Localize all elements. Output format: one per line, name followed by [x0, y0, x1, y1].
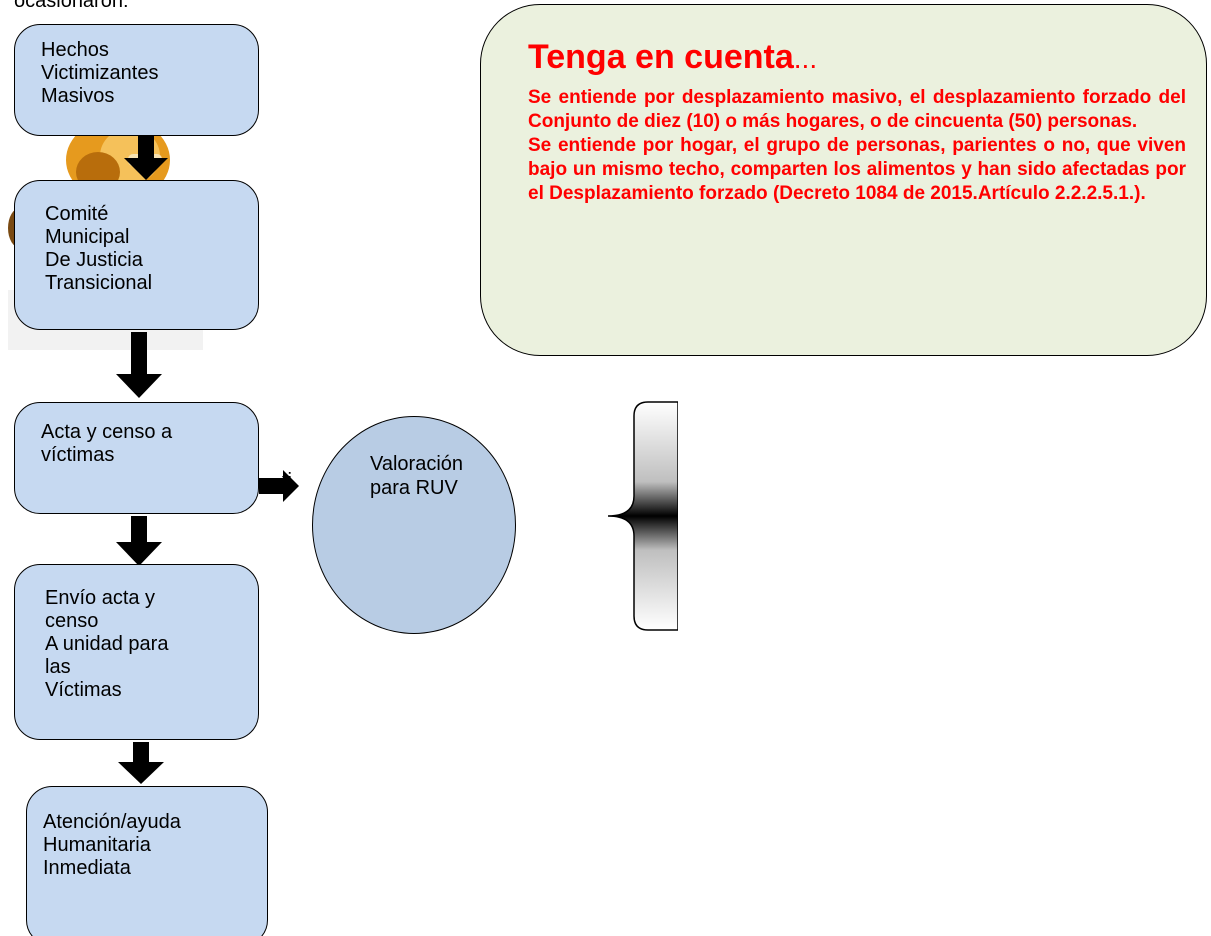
note-body: Se entiende por desplazamiento masivo, e… — [528, 86, 1186, 206]
note-title: Tenga en cuenta... — [528, 38, 817, 77]
brace-shape — [607, 401, 678, 631]
overlapping-text-fragment: ti — [282, 470, 292, 492]
box-text-line: Inmediata — [43, 857, 131, 879]
box-text-line: Victimizantes — [41, 62, 159, 84]
arrow-down — [118, 742, 164, 784]
intro-text: ocasionaron: — [14, 0, 129, 12]
box-text-line: De Justicia — [45, 249, 143, 271]
box-text-line: Comité — [45, 203, 109, 225]
box-text-line: Hechos — [41, 39, 109, 61]
box-text-line: Municipal — [45, 226, 130, 248]
box-text-line: Envío acta y — [45, 587, 156, 609]
arrow-down — [116, 516, 162, 566]
box-text-line: Masivos — [41, 85, 115, 107]
box-text-line: Atención/ayuda — [43, 811, 181, 833]
flow-box-municipal-committee: Comité Municipal De Justicia Transiciona… — [14, 180, 259, 330]
arrow-down — [124, 136, 168, 182]
box-text-line: Transicional — [45, 272, 153, 294]
flow-box-act-and-census: Acta y censo a víctimas — [14, 402, 259, 514]
arrow-down — [116, 332, 162, 398]
ruv-assessment-ellipse — [312, 416, 516, 634]
box-text-line: Acta y censo a — [41, 421, 173, 443]
box-text-line: Víctimas — [45, 679, 122, 701]
box-text-line: víctimas — [41, 444, 115, 466]
ellipse-text-line: para RUV — [370, 477, 458, 499]
box-text-line: las — [45, 656, 71, 678]
box-text-line: A unidad para — [45, 633, 169, 655]
ruv-assessment-label: Valoración para RUV — [370, 452, 463, 500]
box-text-line: censo — [45, 610, 99, 632]
note-paragraph: Se entiende por desplazamiento masivo, e… — [528, 87, 1186, 132]
arrow-right — [259, 470, 299, 502]
flow-box-send-to-victims-unit: Envío acta y censo A unidad para las Víc… — [14, 564, 259, 740]
note-title-text: Tenga en cuenta — [528, 38, 794, 76]
note-paragraph: Se entiende por hogar, el grupo de perso… — [528, 135, 1186, 204]
note-callout — [480, 4, 1207, 356]
flow-box-mass-victimizing-events: Hechos Victimizantes Masivos — [14, 24, 259, 136]
box-text-line: Humanitaria — [43, 834, 151, 856]
note-title-suffix: ... — [793, 43, 818, 74]
ellipse-text-line: Valoración — [370, 453, 464, 475]
flow-box-humanitarian-aid: Atención/ayuda Humanitaria Inmediata — [26, 786, 268, 936]
